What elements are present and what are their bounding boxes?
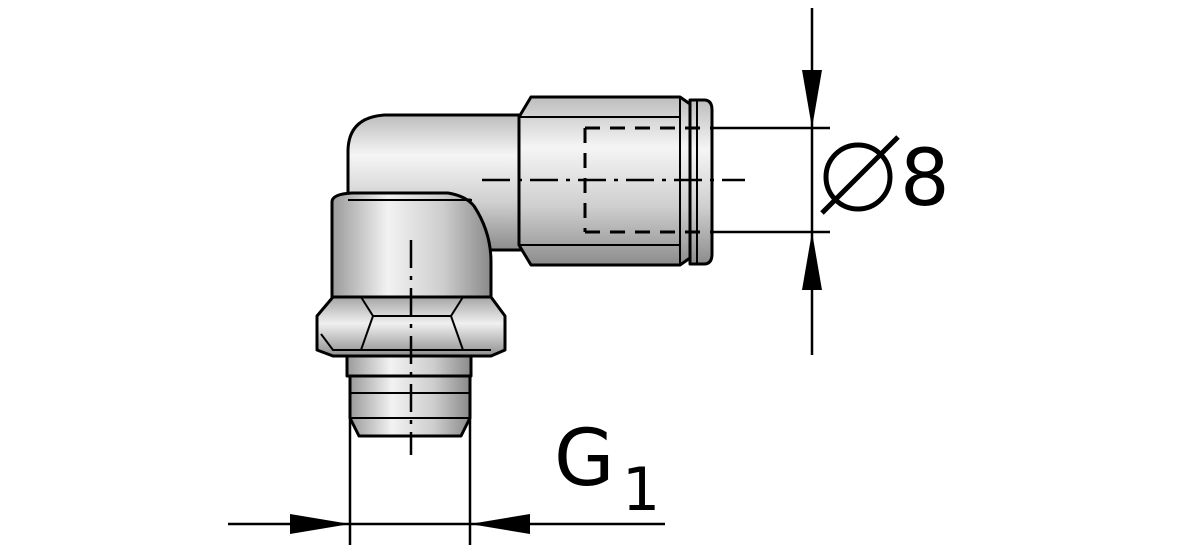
fitting-body (315, 95, 714, 438)
release-ring (688, 98, 714, 266)
thread-dimension (228, 418, 665, 545)
thread-subscript: 1 (622, 455, 660, 525)
diameter-dimension (712, 8, 830, 355)
thread-letter: G (554, 414, 614, 504)
nut-collar (345, 354, 473, 378)
center-lines (409, 178, 745, 455)
diameter-symbol-icon (820, 135, 900, 215)
diameter-value: 8 (900, 134, 950, 224)
